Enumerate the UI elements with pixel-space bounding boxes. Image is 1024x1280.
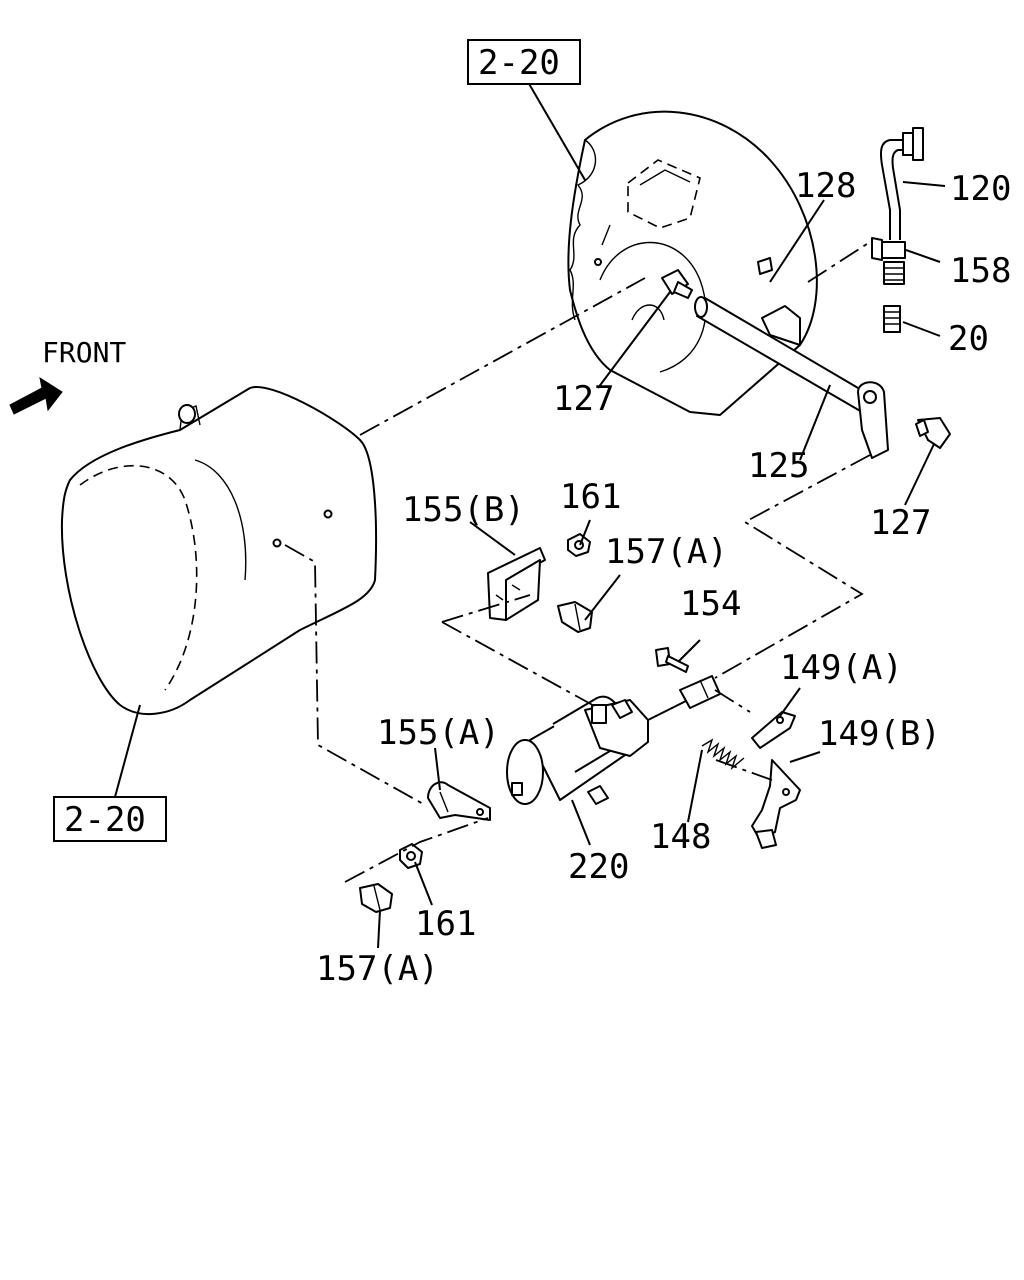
part-label-157a-upper: 157(A): [605, 532, 728, 572]
clutch-pipe: [871, 127, 924, 285]
front-arrow-icon: [9, 376, 63, 415]
clutch-housing: [60, 385, 378, 716]
bracket-149b: [751, 759, 801, 849]
pin-154: [655, 647, 689, 673]
part-label-157a-lower: 157(A): [316, 949, 439, 989]
part-label-127-upper: 127: [553, 379, 614, 419]
part-label-20: 20: [948, 319, 989, 359]
bolt-157a-upper: [557, 601, 593, 633]
part-label-149b: 149(B): [818, 714, 941, 754]
part-label-155a: 155(A): [377, 713, 500, 753]
release-shaft: [694, 257, 889, 459]
reference-label-top: 2-20: [478, 43, 560, 83]
part-label-154: 154: [680, 584, 741, 624]
return-spring-148: [701, 738, 745, 771]
bolt-127-upper: [661, 269, 693, 299]
union-fitting-20: [883, 305, 901, 333]
reference-box-bottom: 2-20: [53, 796, 167, 842]
part-label-149a: 149(A): [780, 648, 903, 688]
leader-lines: [114, 81, 946, 949]
bolt-127-lower: [915, 417, 951, 449]
part-label-158: 158: [950, 251, 1011, 291]
front-label: FRONT: [42, 336, 126, 369]
part-label-120: 120: [950, 169, 1011, 209]
reference-label-bottom: 2-20: [64, 800, 146, 840]
bell-housing: [567, 110, 818, 416]
bracket-149a: [751, 711, 796, 749]
reference-box-top: 2-20: [467, 39, 581, 85]
bracket-155a: [427, 781, 491, 821]
bolt-157a-lower: [359, 883, 393, 913]
nut-161-upper: [567, 533, 591, 557]
part-label-161-lower: 161: [415, 904, 476, 944]
assembly-lines: [284, 241, 871, 883]
nut-161-lower: [399, 843, 423, 869]
part-label-125: 125: [748, 446, 809, 486]
bracket-155b: [487, 547, 546, 621]
part-label-220: 220: [568, 847, 629, 887]
part-label-128: 128: [795, 166, 856, 206]
part-label-161-upper: 161: [560, 477, 621, 517]
part-label-148: 148: [650, 817, 711, 857]
part-label-127-lower: 127: [870, 503, 931, 543]
part-label-155b: 155(B): [402, 490, 525, 530]
slave-cylinder-220: [506, 675, 721, 805]
